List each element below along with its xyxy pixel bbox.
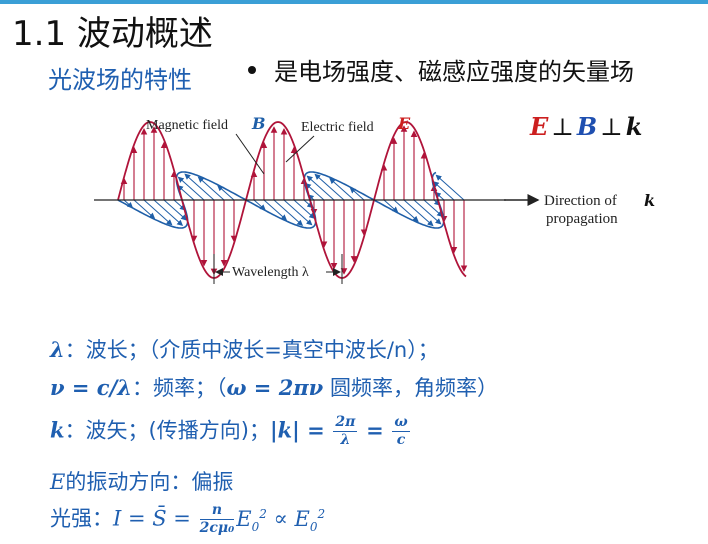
electric-wave-curve [117,121,467,279]
k-abs: |k| = [269,417,325,443]
magnetic-field-arrow [263,199,288,221]
line-frequency: ν = c/λ：频率；（ω = 2πν 圆频率，角频率） [50,372,498,402]
relation-k: k [625,112,643,141]
bullet-text: 是电场强度、磁感应强度的矢量场 [274,58,634,86]
direction-label-line2: propagation [546,211,618,227]
magnetic-field-arrow [177,185,195,201]
k-symbol: k [50,417,65,443]
perpendicular-relation: E⊥B⊥k [530,112,642,141]
magnetic-field-arrow [432,181,455,201]
magnetic-field-arrow [163,199,188,221]
proportional-symbol: ∝ [273,506,288,531]
relation-perp-1: ⊥ [551,113,574,141]
e-symbol: E [50,470,66,494]
magnetic-field-arrow [383,199,399,213]
magnetic-field-arrow [413,199,442,225]
direction-label-line1: Direction of [544,193,617,209]
magnetic-field-arrow [349,187,365,201]
nu-formula: ν = c/λ [50,375,132,400]
electric-field-symbol: E [397,114,411,133]
omega-formula: ω = 2πν [226,375,324,400]
magnetic-label-leader [235,133,265,175]
magnetic-field-arrow [184,173,215,201]
magnetic-field-arrow [153,199,184,226]
magnetic-field-arrow [253,199,266,211]
intensity-prefix: 光强： [50,506,113,531]
magnetic-field-arrow [306,175,335,201]
k-text: ：波矢；(传播方向)； [64,418,270,443]
intensity-e1: E02 [236,506,267,534]
k-eq: = [366,417,384,443]
bullet-point: 是电场强度、磁感应强度的矢量场 [248,52,634,87]
magnetic-field-label: Magnetic field [146,118,228,133]
em-wave-figure: Magnetic field B Electric field E Direct… [94,114,655,284]
nu-tail: 圆频率，角频率） [323,376,498,400]
magnetic-field-arrow [329,177,355,201]
magnetic-field-arrow [197,176,225,201]
magnetic-field-arrow [283,199,313,226]
magnetic-field-arrow [423,199,444,217]
line-polarization: E的振动方向：偏振 [50,466,233,496]
magnetic-field-arrow [143,199,173,226]
relation-b: B [576,112,598,141]
e-text: 的振动方向：偏振 [65,470,234,494]
electric-field-label: Electric field [301,120,374,135]
magnetic-field-arrow [314,173,345,201]
magnetic-field-arrow [435,174,465,201]
magnetic-field-arrow [304,183,325,201]
line-wavelength: λ：波长；（介质中波长=真空中波长/n）； [50,334,439,364]
lambda-symbol: λ [50,337,65,362]
magnetic-field-symbol: B [251,114,266,133]
relation-perp-2: ⊥ [600,113,623,141]
magnetic-field-arrow [403,199,434,227]
magnetic-field-arrow [393,199,419,223]
wavelength-label: Wavelength λ [232,265,309,280]
electric-arrows [120,125,468,276]
nu-text: ：频率；（ [131,376,227,400]
intensity-lhs: I = S̄ = [113,506,191,531]
intensity-e2: E02 [294,506,326,534]
magnetic-field-arrow [293,199,316,219]
electric-label-leader [285,135,315,163]
magnetic-field-arrow [217,185,235,201]
slide-title: 1.1 波动概述 [12,14,213,54]
direction-symbol: k [644,191,655,210]
relation-e: E [530,112,549,141]
top-accent-bar [0,0,708,4]
slide-subtitle: 光波场的特性 [48,66,192,94]
magnetic-field-arrow [177,176,205,201]
lambda-text: ：波长；（介质中波长=真空中波长/n）； [64,338,439,362]
magnetic-field-arrow [133,199,156,219]
magnetic-field-arrow [273,199,304,226]
bullet-dot-icon [248,66,256,74]
